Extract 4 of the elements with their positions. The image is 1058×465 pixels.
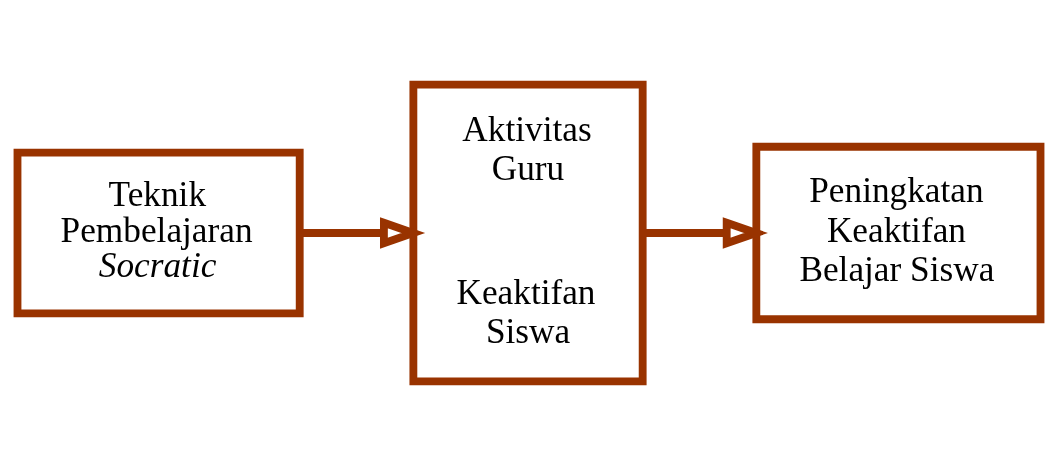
node-box: Aktivitas Guru Keaktifan Siswa	[409, 80, 647, 385]
arrow	[642, 216, 768, 249]
node-box: Teknik Pembelajaran Socratic	[13, 148, 304, 317]
node-box: Peningkatan Keaktifan Belajar Siswa	[752, 142, 1045, 323]
